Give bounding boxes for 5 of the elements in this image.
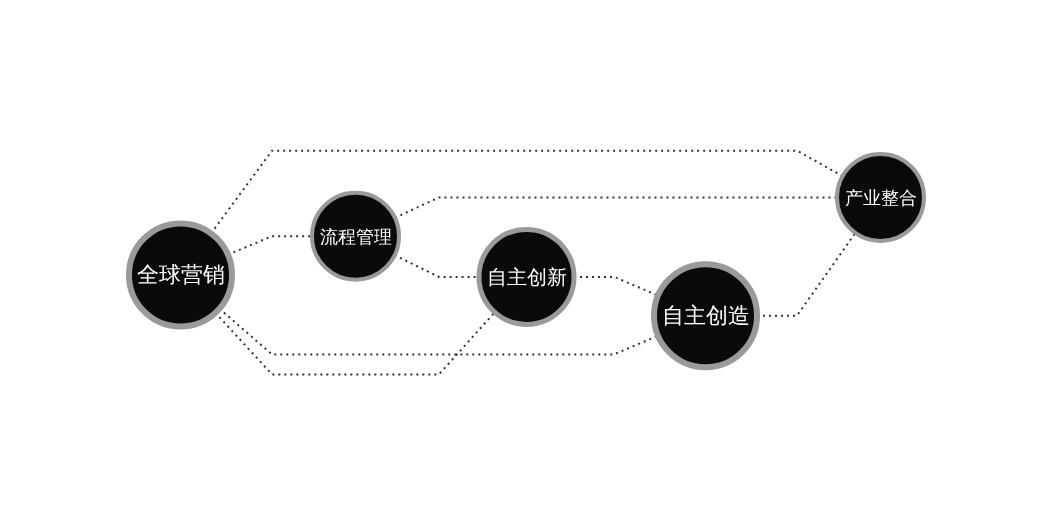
node-circle: 自主创新 <box>476 226 577 327</box>
node-circle: 流程管理 <box>310 190 401 282</box>
node-circle: 产业整合 <box>835 151 926 243</box>
node-circle: 自主创造 <box>651 261 760 371</box>
node-circle: 全球营销 <box>126 220 235 330</box>
